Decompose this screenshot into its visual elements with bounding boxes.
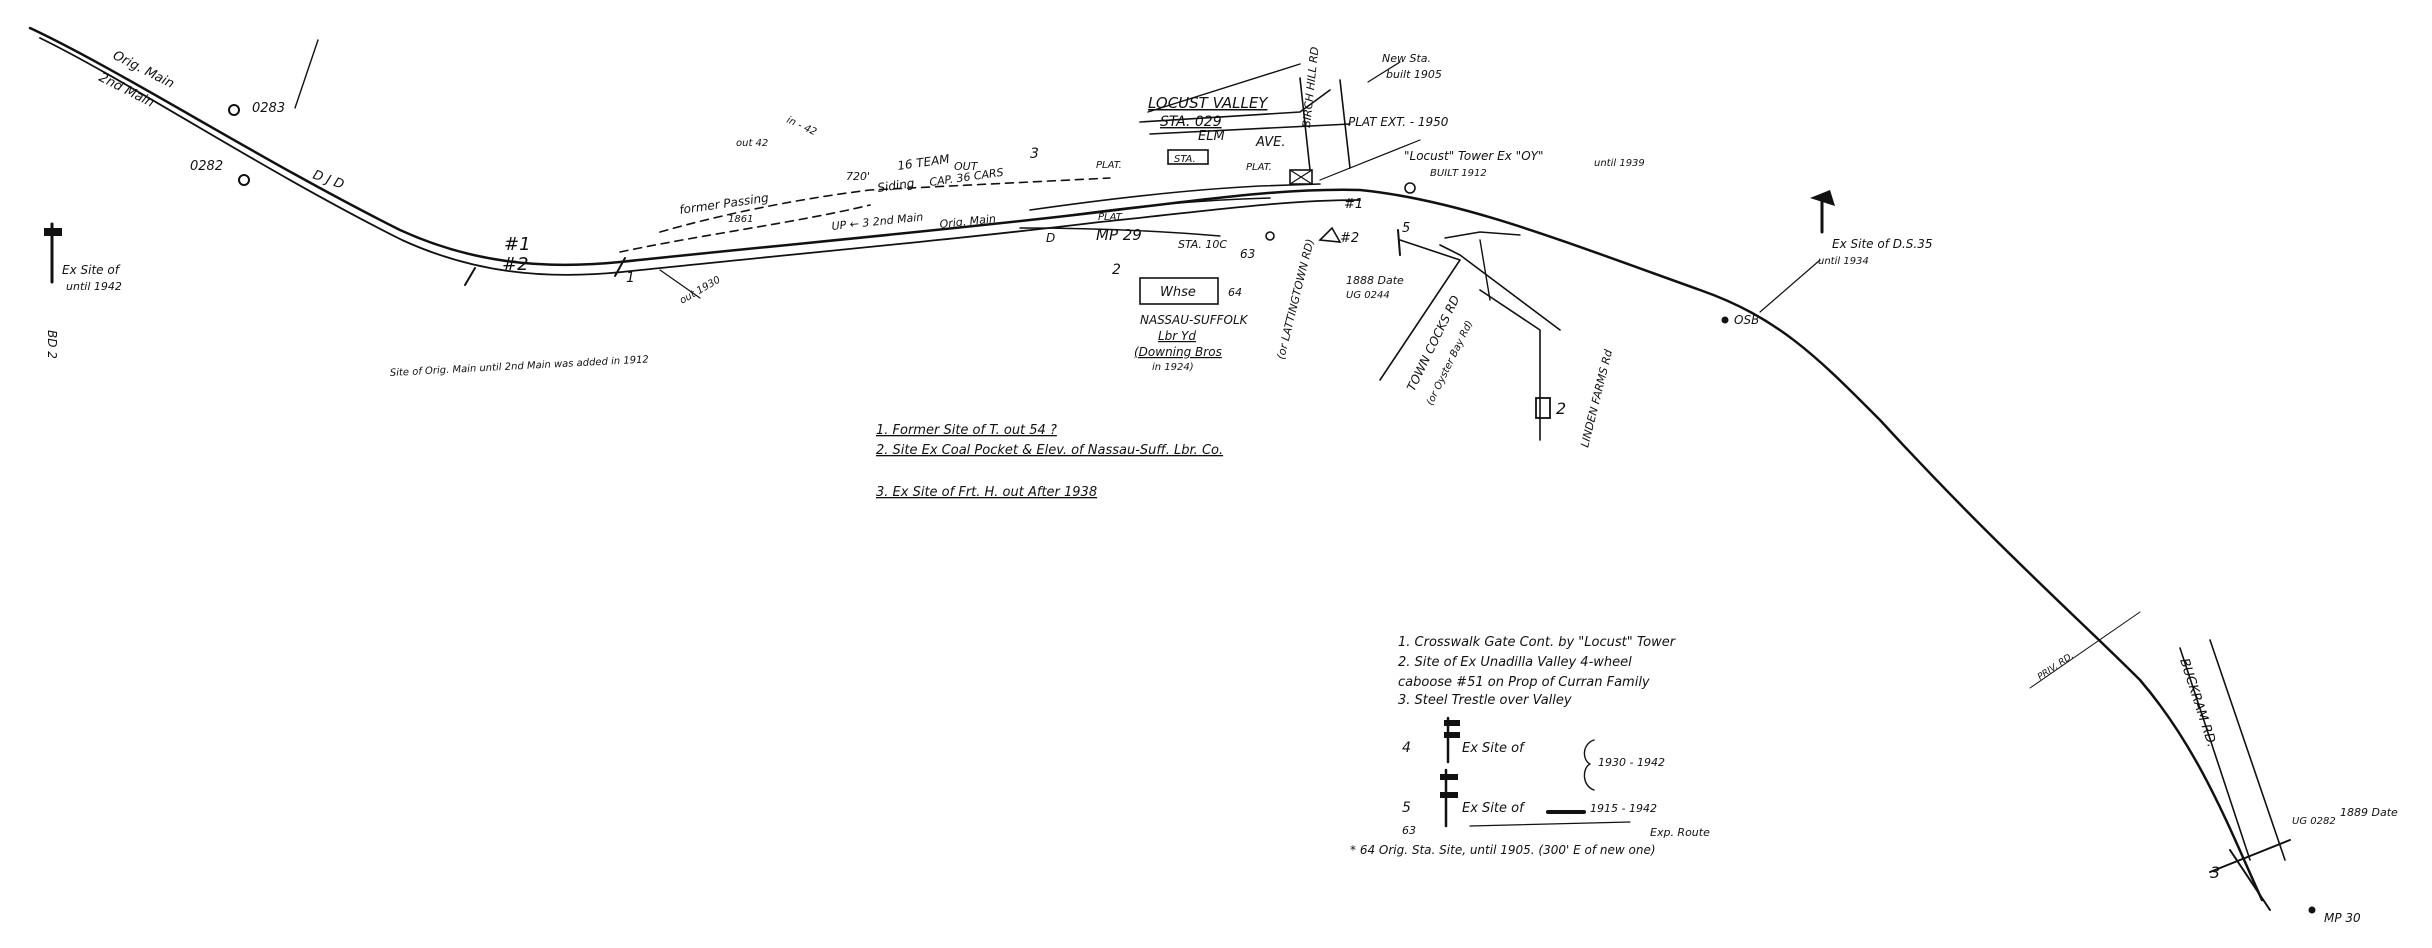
curve-720-label: 720' <box>846 170 870 183</box>
legend-right: 1. Crosswalk Gate Cont. by "Locust" Towe… <box>1350 635 1710 857</box>
legend-item-5-text: Ex Site of <box>1462 801 1526 816</box>
legend-center-item-2: 2. Site Ex Coal Pocket & Elev. of Nassau… <box>876 443 1223 458</box>
plat-right-label: PLAT. <box>1246 162 1272 173</box>
ex-site-left-label: Ex Site of <box>62 263 121 277</box>
elm-label: ELM <box>1198 129 1225 144</box>
until-1934-label: until 1934 <box>1818 256 1869 267</box>
num-5-label: 5 <box>1402 221 1410 236</box>
team-16-label: 16 TEAM <box>896 152 951 173</box>
lumber-yard-label: Lbr Yd <box>1158 329 1196 343</box>
ug-0244-label: UG 0244 <box>1346 290 1390 301</box>
num-3-upper: 3 <box>1030 146 1039 162</box>
ug-0282-label: UG 0282 <box>2292 816 2336 827</box>
birch-hill-label: BIRCH HILL RD <box>1300 46 1321 128</box>
track-2-right: #2 <box>1340 231 1359 246</box>
built-1912-label: BUILT 1912 <box>1430 168 1487 179</box>
legend-item-63-text: Exp. Route <box>1650 826 1710 839</box>
mp30-label: MP 30 <box>2324 911 2361 925</box>
out-label: OUT <box>954 160 979 173</box>
d-lower-label: D <box>1046 231 1055 245</box>
year-1861: 1861 <box>728 214 753 225</box>
buckram-rd-label: BUCKRAM RD. <box>2176 657 2219 750</box>
bd2-label: BD 2 <box>45 330 59 359</box>
built-1905-label: built 1905 <box>1386 68 1442 81</box>
track-1-label: #1 <box>504 234 531 255</box>
warehouse-label: Whse <box>1160 285 1196 300</box>
sta-10c-label: STA. 10C <box>1178 238 1227 251</box>
site-note-line: Site of Orig. Main until 2nd Main was ad… <box>390 354 649 379</box>
plat-ext-label: PLAT EXT. - 1950 <box>1348 115 1449 129</box>
new-station-label: New Sta. <box>1382 52 1431 65</box>
up-second-main: UP ← 3 2nd Main <box>831 210 924 233</box>
nassau-suffolk-label: NASSAU-SUFFOLK <box>1140 313 1249 327</box>
plat-lower-label: PLAT. <box>1098 212 1124 223</box>
legend-center: 1. Former Site of T. out 54 ? 2. Site Ex… <box>876 423 1223 500</box>
num-1-left: 1 <box>626 270 635 286</box>
downing-bros-label: (Downing Bros <box>1134 345 1222 359</box>
in-1924-label: in 1924) <box>1152 362 1194 373</box>
until-1942-left: until 1942 <box>66 280 122 293</box>
num-63-label: 63 <box>1240 247 1255 261</box>
sta-box-label: STA. <box>1174 154 1196 165</box>
osb-label: OSB <box>1734 313 1759 327</box>
linden-farms-label: LINDEN FARMS Rd <box>1578 347 1615 448</box>
out-1930-label: out 1930 <box>678 275 722 307</box>
main-track <box>28 26 2316 914</box>
legend-item-5-years: 1915 - 1942 <box>1590 802 1657 815</box>
locust-valley-title: LOCUST VALLEY <box>1148 94 1269 112</box>
locust-tower-label: "Locust" Tower Ex "OY" <box>1404 149 1544 163</box>
legend-center-item-3: 3. Ex Site of Frt. H. out After 1938 <box>876 485 1097 500</box>
private-rd-label: PRIV. RD. <box>2036 651 2076 682</box>
siding-label: Siding <box>876 176 915 195</box>
legend-item-4-text: Ex Site of <box>1462 741 1526 756</box>
num-3-right: 3 <box>2210 863 2220 882</box>
legend-right-line-3: caboose #51 on Prop of Curran Family <box>1398 675 1650 690</box>
legend-item-64: * 64 Orig. Sta. Site, until 1905. (300' … <box>1350 843 1656 857</box>
milepost-0283: 0283 <box>252 101 285 116</box>
num-2-right: 2 <box>1556 399 1566 418</box>
num-64-label: 64 <box>1228 286 1242 299</box>
lattingtown-rd-label: (or LATTINGTOWN RD) <box>1274 238 1317 361</box>
track-2-label: #2 <box>502 254 529 275</box>
legend-right-line-1: 1. Crosswalk Gate Cont. by "Locust" Towe… <box>1398 635 1677 650</box>
date-1888-label: 1888 Date <box>1346 274 1404 287</box>
plat-left-label: PLAT. <box>1096 160 1122 171</box>
until-1939-label: until 1939 <box>1594 158 1645 169</box>
num-2-lower: 2 <box>1112 262 1121 278</box>
legend-right-line-2: 2. Site of Ex Unadilla Valley 4-wheel <box>1398 655 1632 670</box>
legend-item-4-years: 1930 - 1942 <box>1598 756 1665 769</box>
map-labels: Orig. Main 2nd Main 0283 0282 D J D Ex S… <box>45 46 2398 925</box>
mp29-label: MP 29 <box>1096 226 1142 244</box>
date-1889-label: 1889 Date <box>2340 806 2398 819</box>
in-42-label: in - 42 <box>785 115 818 138</box>
ave-label: AVE. <box>1255 135 1286 150</box>
djd-label: D J D <box>311 168 346 193</box>
legend-item-4-number: 4 <box>1402 740 1411 756</box>
legend-center-item-1: 1. Former Site of T. out 54 ? <box>876 423 1057 438</box>
former-passing-label: former Passing <box>678 191 769 217</box>
out-42-label: out 42 <box>736 138 768 149</box>
ex-site-right-label: Ex Site of D.S.35 <box>1832 237 1933 251</box>
legend-item-5-number: 5 <box>1402 800 1411 816</box>
orig-main-2-label: Orig. Main <box>939 212 997 231</box>
milepost-0282: 0282 <box>190 159 223 174</box>
legend-item-63-number: 63 <box>1402 824 1416 837</box>
track-1-right: #1 <box>1344 197 1363 212</box>
station-029-label: STA. 029 <box>1160 114 1222 130</box>
legend-right-line-4: 3. Steel Trestle over Valley <box>1398 693 1572 708</box>
